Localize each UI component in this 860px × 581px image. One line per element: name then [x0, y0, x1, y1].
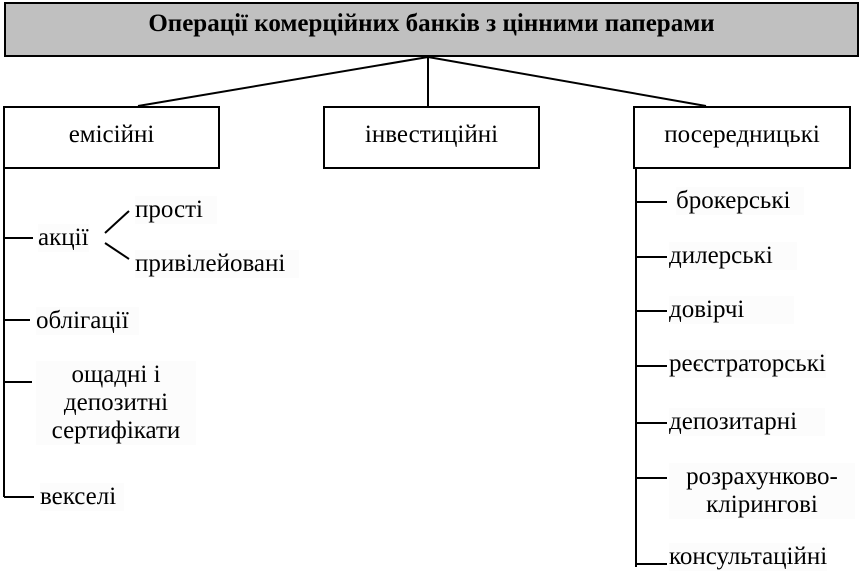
diagram-title: Операції комерційних банків з цінними па… [4, 2, 859, 57]
item-clearing-line-1: розрахунково- [686, 463, 838, 490]
item-trust: довірчі [669, 296, 795, 324]
item-shares-preferred: привілейовані [135, 250, 300, 278]
connector-title-emission [137, 56, 429, 107]
item-bonds: облігації [36, 307, 139, 335]
item-certificates-line-2: депозитні [63, 389, 169, 416]
item-dealer: дилерські [669, 242, 797, 270]
item-depository: депозитарні [669, 408, 826, 436]
item-consulting: консультаційні [669, 543, 828, 571]
item-certificates-line-3: сертифікати [51, 417, 181, 444]
item-registrar: реєстраторські [669, 350, 826, 378]
item-certificates-line-1: ощадні і [71, 361, 161, 388]
category-intermediary: посередницькі [633, 106, 851, 169]
item-clearing: розрахунково- клірингові [669, 463, 855, 519]
category-emission: емісійні [3, 106, 220, 169]
item-shares: акції [38, 224, 89, 252]
category-investment: інвестиційні [323, 106, 540, 169]
item-certificates: ощадні і депозитні сертифікати [36, 361, 196, 445]
item-clearing-line-2: клірингові [706, 491, 818, 518]
branch-shares-preferred [104, 242, 130, 260]
item-shares-simple: прості [135, 196, 217, 224]
connector-title-intermediary [427, 56, 707, 107]
branch-shares-simple [104, 210, 130, 234]
item-bills: векселі [40, 483, 125, 511]
item-brokerage: брокерські [676, 187, 805, 215]
